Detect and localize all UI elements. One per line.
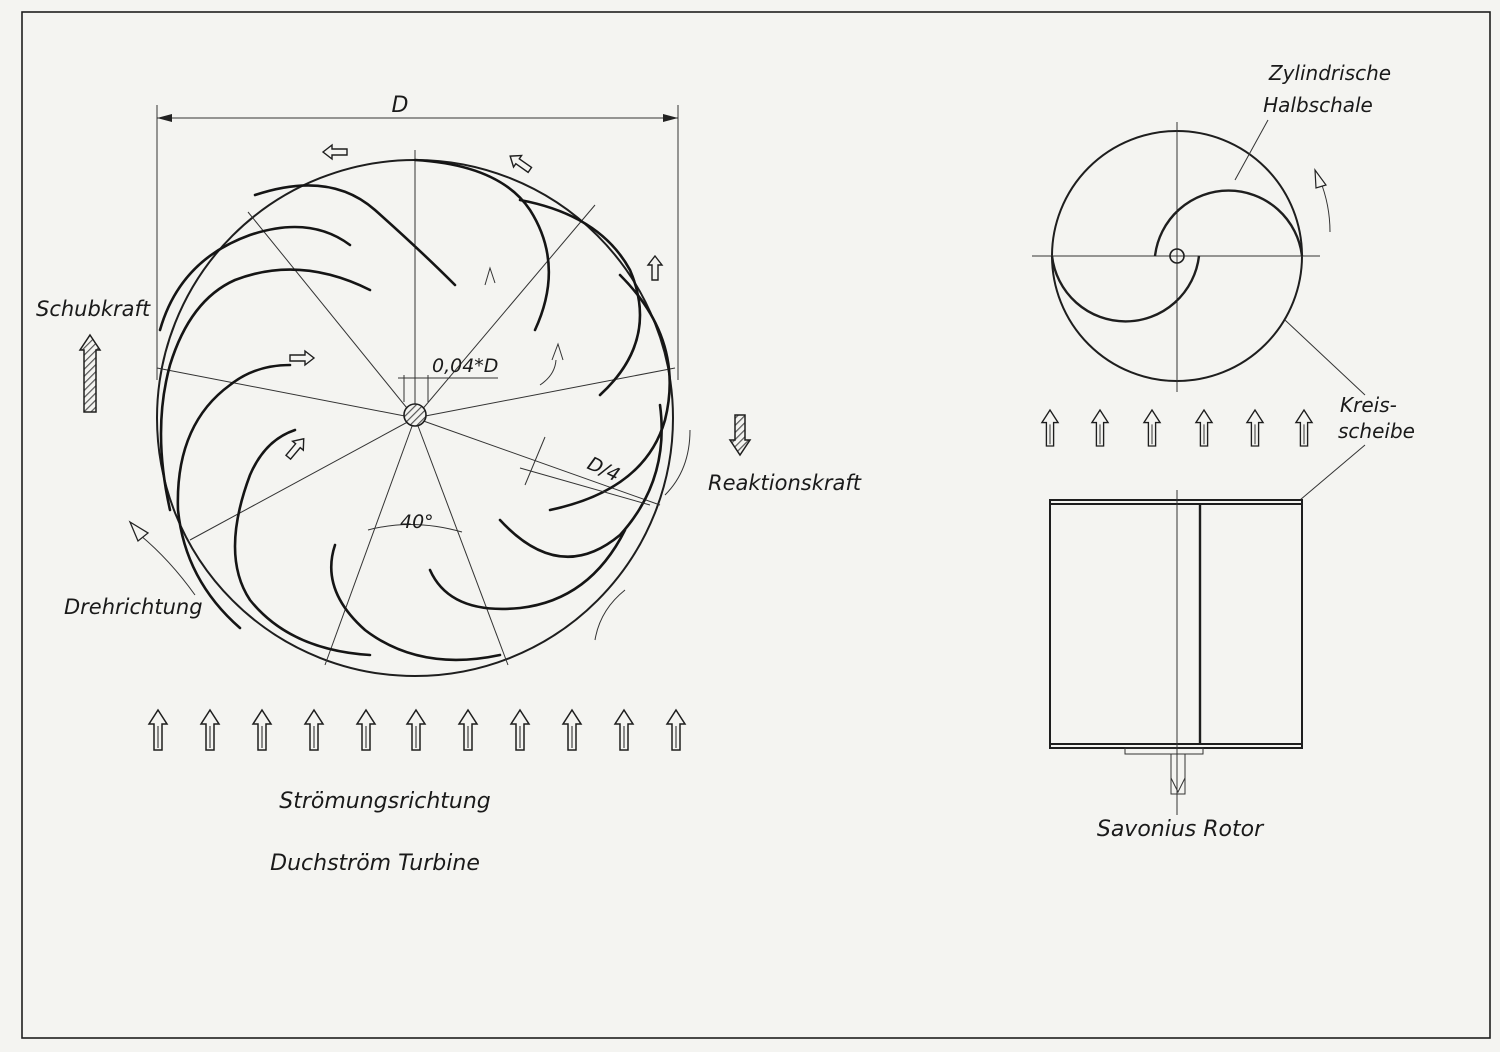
crossflow-turbine-drawing: D 0,04*D D/4 40° Schubkraft Reaktionskra…: [36, 93, 862, 876]
savonius-shaft: [1169, 248, 1185, 264]
thrust-label: Schubkraft: [36, 297, 151, 321]
flow-arrows-row: [148, 709, 686, 751]
thrust-arrow: [78, 333, 102, 413]
flow-arrow: [458, 709, 478, 751]
half-shell-lower: [1050, 255, 1201, 323]
flow-arrow: [1295, 409, 1313, 447]
flow-arrow: [1091, 409, 1109, 447]
blade-flow-arrow: [505, 149, 535, 177]
savonius-flow-arrows: [1041, 409, 1313, 447]
flow-arrow: [562, 709, 582, 751]
hub: [398, 375, 498, 427]
flow-arrow: [1041, 409, 1059, 447]
half-shell-label-line2: Halbschale: [1263, 93, 1373, 117]
savonius-side-view: [1049, 499, 1303, 749]
blade-dimension-line: [519, 467, 651, 506]
reaction-label: Reaktionskraft: [708, 471, 862, 495]
blade-flow-arrow: [322, 144, 348, 160]
flow-arrow: [1143, 409, 1161, 447]
blade-flow-arrow: [551, 342, 564, 361]
flow-arrow: [510, 709, 530, 751]
flow-arrow: [406, 709, 426, 751]
sheet-border: [21, 11, 1491, 1039]
flow-arrow: [666, 709, 686, 751]
blade-flow-arrow: [282, 433, 310, 463]
flow-arrow: [614, 709, 634, 751]
rotation-label: Drehrichtung: [64, 595, 203, 619]
blade-flow-arrow: [289, 350, 315, 366]
hub-dimension-label: 0,04*D: [432, 355, 498, 377]
flow-direction-label: Strömungsrichtung: [279, 789, 491, 814]
flow-arrow: [356, 709, 376, 751]
blade-flow-arrow: [484, 266, 496, 286]
disc-label-line1: Kreis-: [1340, 393, 1397, 417]
savonius-rotor-drawing: Zylindrische Halbschale Kreis- scheibe S…: [1032, 61, 1415, 842]
crossflow-title: Duchström Turbine: [270, 851, 480, 876]
half-shell-label-line1: Zylindrische: [1268, 61, 1391, 85]
half-shell-upper: [1153, 189, 1304, 257]
flow-arrow: [1246, 409, 1264, 447]
savonius-rotation-arrow: [1319, 179, 1331, 233]
flow-arrow: [200, 709, 220, 751]
blade-flow-arrow: [647, 255, 663, 281]
flow-arrow: [148, 709, 168, 751]
disc-label-line2: scheibe: [1338, 419, 1415, 443]
angle-label: 40°: [400, 511, 434, 533]
reaction-arrow: [728, 414, 752, 457]
angle-arc: [367, 524, 463, 533]
blades: [158, 158, 672, 662]
flow-arrow: [304, 709, 324, 751]
rotation-arrow: [128, 520, 196, 596]
diameter-dimension: [156, 105, 679, 380]
savonius-title: Savonius Rotor: [1097, 817, 1265, 842]
construction-lines: [156, 150, 676, 666]
flow-arrow: [252, 709, 272, 751]
outflow-arrow: [594, 589, 626, 641]
diameter-label: D: [392, 93, 409, 118]
blade-dimension-label: D/4: [584, 453, 623, 487]
flow-arrow: [1195, 409, 1213, 447]
